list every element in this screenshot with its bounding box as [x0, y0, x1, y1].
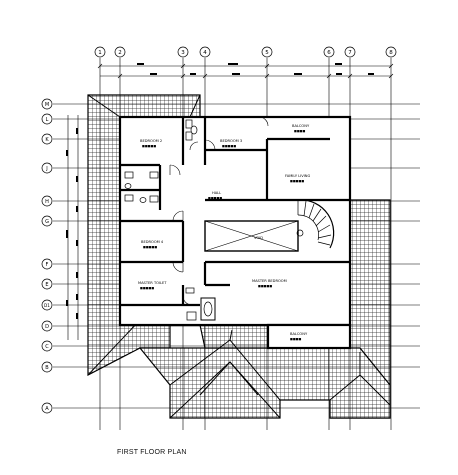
svg-text:7: 7: [348, 50, 352, 56]
room-label-balcony-bottom: BALCONY: [290, 332, 308, 336]
void-opening: [204, 220, 299, 252]
room-label-void: VOID: [254, 236, 263, 240]
column-bubble-7: 7: [344, 46, 356, 58]
row-bubble-M: M: [41, 98, 53, 110]
column-bubble-3: 3: [177, 46, 189, 58]
room-label-bedroom-3-size: ■■■■■: [222, 144, 236, 148]
door-swings: [169, 116, 269, 306]
svg-text:G: G: [45, 219, 49, 225]
room-label-balcony-top: BALCONY: [292, 124, 310, 128]
row-bubble-L: L: [41, 113, 53, 125]
svg-text:6: 6: [327, 50, 331, 56]
first-floor-walls: [118, 115, 352, 350]
svg-text:E: E: [45, 282, 48, 288]
row-bubble-J: J: [41, 162, 53, 174]
column-bubble-1: 1: [94, 46, 106, 58]
row-bubble-H: H: [41, 195, 53, 207]
room-label-master-toilet-size: ■■■■■: [140, 286, 154, 290]
svg-text:J: J: [45, 166, 47, 172]
room-label-balcony-top-size: ■■■■: [294, 129, 306, 133]
room-label-master-toilet: MASTER TOILET: [138, 281, 167, 285]
svg-text:D: D: [45, 324, 49, 330]
balcony-right-outline: [266, 323, 352, 350]
room-label-bedroom-4-size: ■■■■■: [143, 245, 157, 249]
row-bubble-E: E: [41, 278, 53, 290]
column-bubble-2: 2: [114, 46, 126, 58]
toilet-fixtures: [124, 119, 216, 321]
svg-text:C: C: [45, 344, 49, 350]
svg-text:F: F: [46, 262, 49, 268]
row-bubble-F: F: [41, 258, 53, 270]
room-label-bedroom-4: BEDROOM 4: [141, 240, 164, 244]
row-bubble-C: C: [41, 340, 53, 352]
svg-text:B: B: [45, 365, 49, 371]
drawing-caption: FIRST FLOOR PLAN: [117, 449, 187, 456]
svg-text:L: L: [46, 117, 49, 123]
column-bubble-4: 4: [199, 46, 211, 58]
room-label-master-bedroom-size: ■■■■■: [258, 284, 272, 288]
room-label-family-living-size: ■■■■■: [290, 179, 304, 183]
room-label-bedroom-3: BEDROOM 3: [220, 139, 242, 143]
left-dimension-chain: [66, 115, 79, 340]
svg-text:5: 5: [265, 50, 269, 56]
column-grid-bubbles: 1 2 3 4 5 6 7 8: [94, 46, 397, 58]
row-bubble-D1: D1: [41, 299, 53, 311]
svg-text:K: K: [45, 137, 49, 143]
svg-text:2: 2: [118, 50, 122, 56]
svg-text:A: A: [45, 406, 49, 412]
row-bubble-B: B: [41, 361, 53, 373]
room-label-hall: HALL: [212, 191, 221, 195]
roof-bottom: [138, 347, 391, 419]
room-label-hall-size: ■■■■■: [208, 196, 222, 200]
row-bubble-G: G: [41, 215, 53, 227]
row-bubble-D: D: [41, 320, 53, 332]
room-label-family-living: FAMILY LIVING: [285, 174, 310, 178]
room-label-master-bedroom: MASTER BEDROOM: [252, 279, 287, 283]
column-bubble-5: 5: [261, 46, 273, 58]
row-bubble-K: K: [41, 133, 53, 145]
svg-text:4: 4: [203, 50, 207, 56]
room-label-bedroom-2-size: ■■■■■: [142, 144, 156, 148]
row-grid-bubbles: M L K J H G F E D1 D C B A: [41, 98, 53, 414]
row-bubble-A: A: [41, 402, 53, 414]
svg-text:8: 8: [389, 50, 393, 56]
column-bubble-8: 8: [385, 46, 397, 58]
svg-text:M: M: [45, 102, 49, 108]
svg-text:1: 1: [98, 50, 102, 56]
room-label-bedroom-2: BEDROOM 2: [140, 139, 162, 143]
spiral-staircase: [296, 199, 335, 249]
column-bubble-6: 6: [323, 46, 335, 58]
room-label-group: BEDROOM 2 ■■■■■ BEDROOM 3 ■■■■■ BALCONY …: [138, 124, 310, 341]
svg-text:D1: D1: [44, 303, 50, 308]
svg-text:H: H: [45, 199, 49, 205]
svg-text:3: 3: [181, 50, 185, 56]
room-label-balcony-bottom-size: ■■■■: [290, 337, 302, 341]
top-dimension-chain: [97, 63, 394, 79]
